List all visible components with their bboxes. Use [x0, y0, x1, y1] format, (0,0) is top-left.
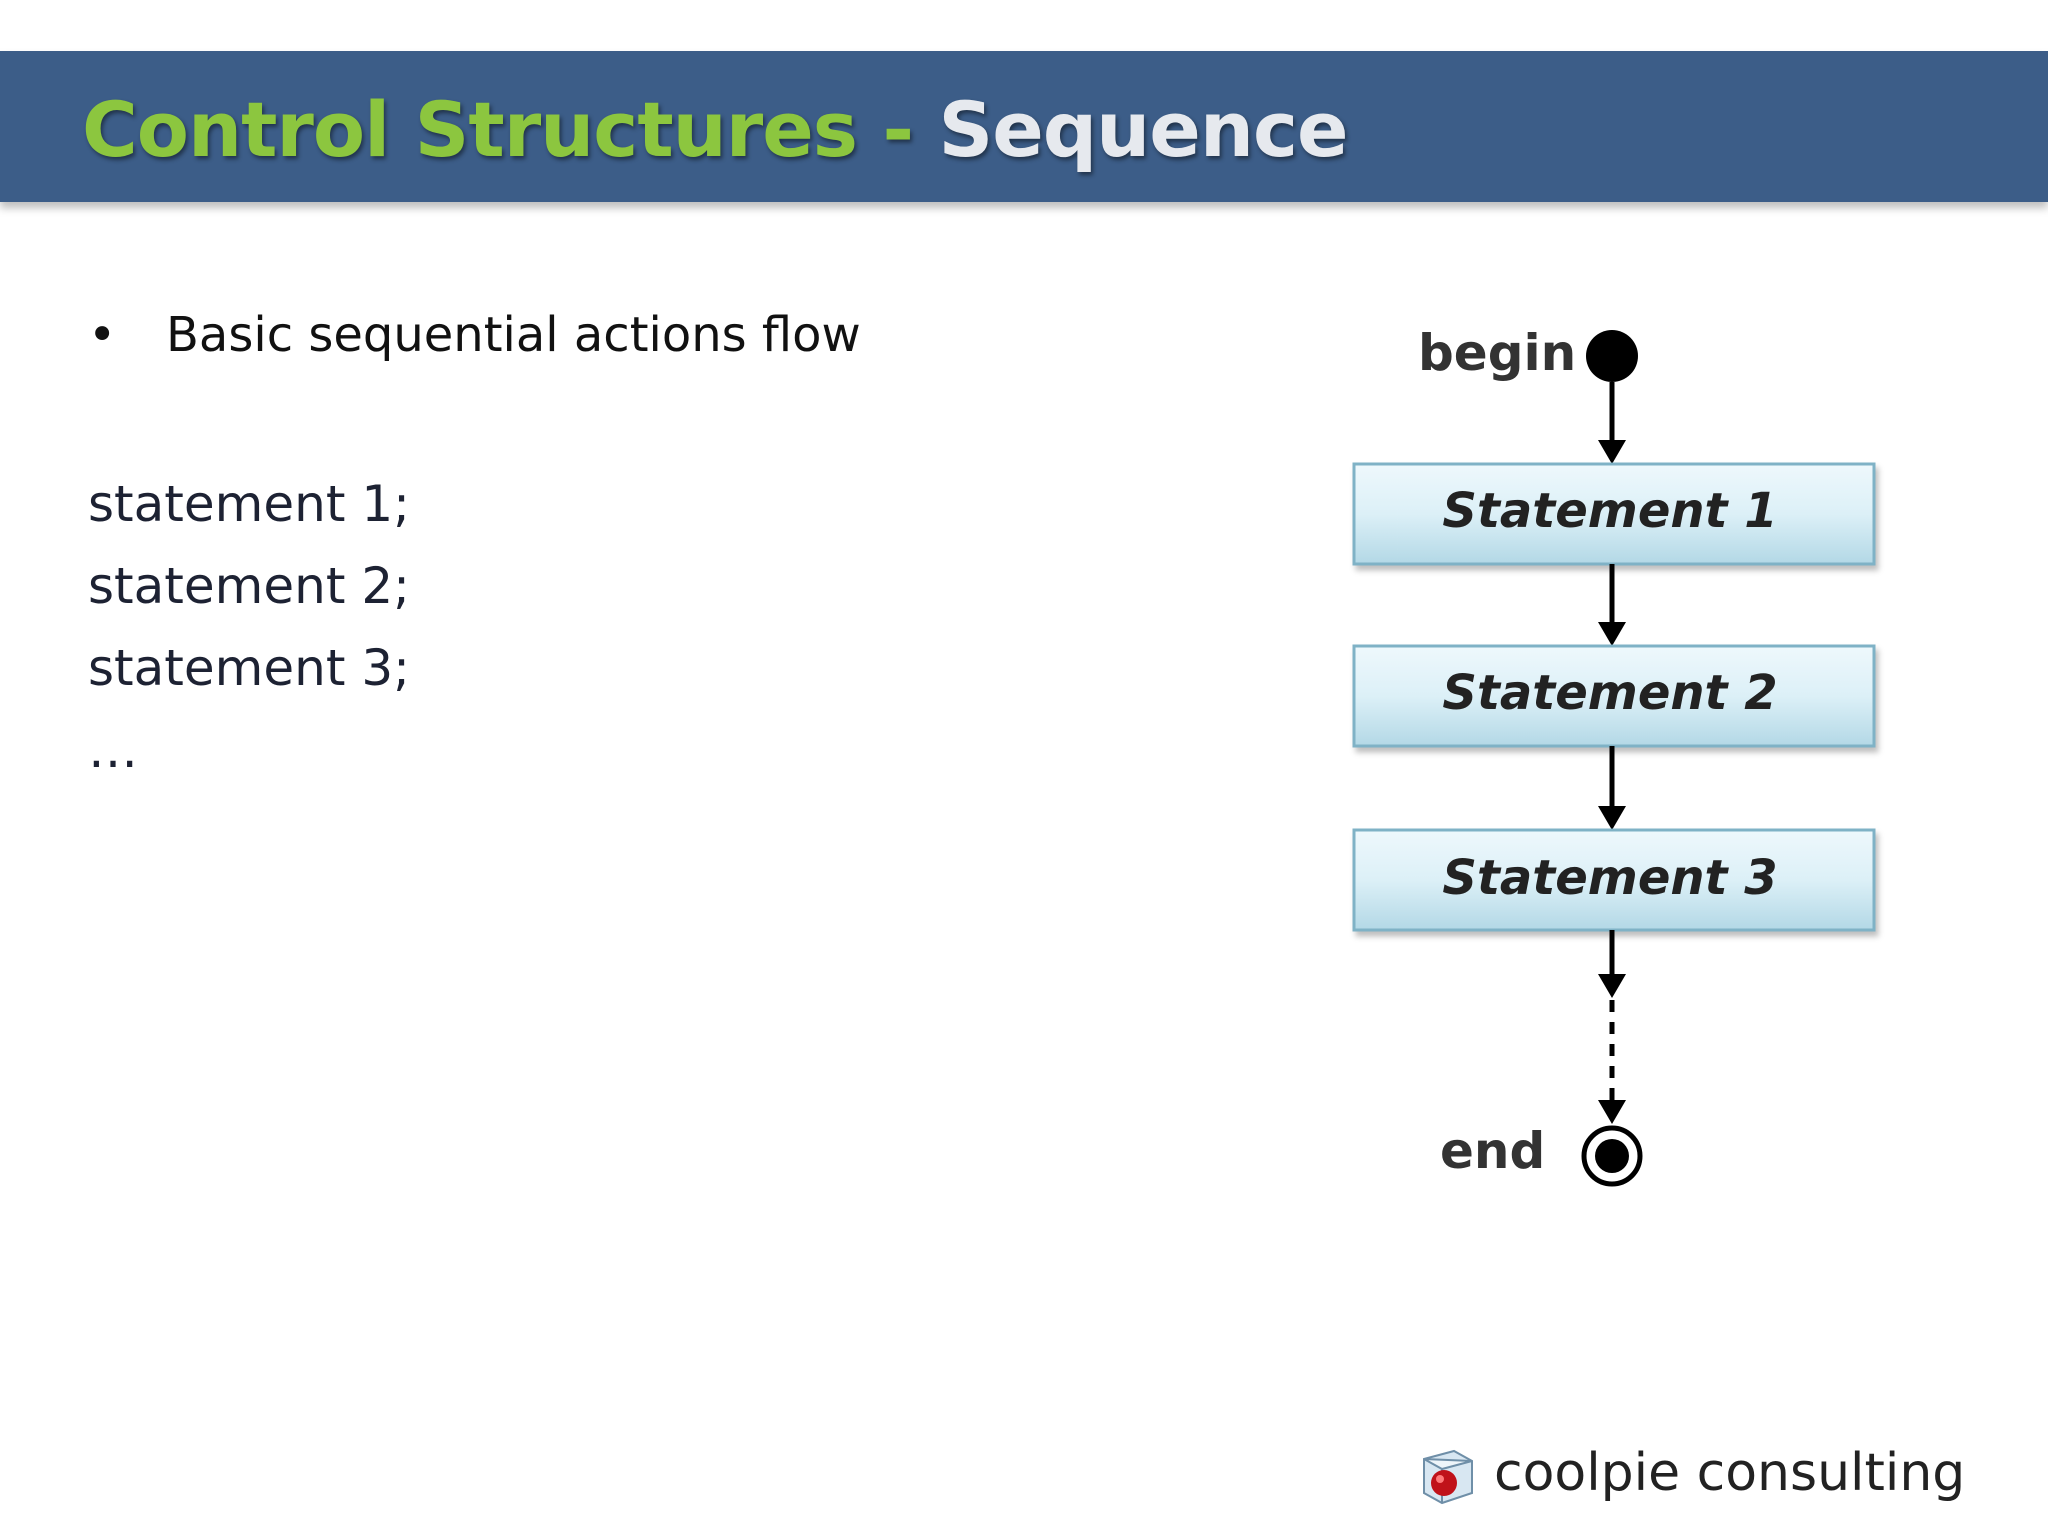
begin-node: [1586, 330, 1638, 382]
title-sub: Sequence: [938, 85, 1349, 174]
title-separator: -: [857, 85, 939, 174]
page-title: Control Structures - Sequence: [82, 80, 1349, 180]
end-node: [1595, 1139, 1629, 1173]
end-label: end: [1440, 1122, 1545, 1180]
arrow-head: [1598, 1100, 1626, 1124]
begin-label: begin: [1418, 324, 1576, 382]
statement-ellipsis: …: [88, 721, 138, 779]
title-main: Control Structures: [82, 85, 858, 174]
step-label-2: Statement 2: [1442, 665, 1777, 721]
bullet-symbol: •: [88, 307, 117, 363]
flowchart: begin Statement 1 Statement 2 Statement …: [1320, 300, 1960, 1230]
cube-logo-icon: [1423, 1449, 1473, 1505]
step-label-3: Statement 3: [1442, 850, 1777, 906]
step-box-1: Statement 1: [1352, 462, 1876, 566]
bullet-text: Basic sequential actions flow: [166, 307, 861, 363]
flowchart-svg: begin Statement 1 Statement 2 Statement …: [1352, 324, 1876, 1187]
arrow-head: [1598, 440, 1626, 464]
arrow-head: [1598, 974, 1626, 998]
header-bar: [0, 51, 2048, 202]
bullet-item: • Basic sequential actions flow: [88, 300, 861, 370]
statement-line: statement 2;: [88, 557, 410, 615]
statement-line: statement 1;: [88, 475, 410, 533]
arrow-head: [1598, 806, 1626, 830]
statement-line: statement 3;: [88, 639, 410, 697]
arrow-head: [1598, 622, 1626, 646]
brand-name: coolpie consulting: [1494, 1443, 1966, 1503]
statement-list: statement 1; statement 2; statement 3; …: [88, 463, 410, 791]
step-label-1: Statement 1: [1442, 483, 1777, 539]
step-box-2: Statement 2: [1352, 644, 1876, 748]
step-box-3: Statement 3: [1352, 828, 1876, 932]
